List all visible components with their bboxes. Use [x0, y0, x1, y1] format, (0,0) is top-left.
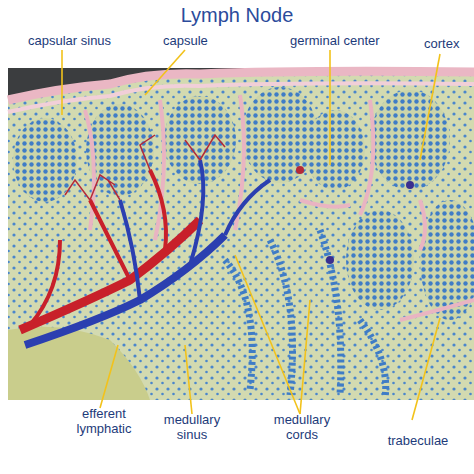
part-label: medullary cords: [262, 412, 342, 442]
part-label: trabeculae: [378, 433, 458, 448]
part-label: medullary sinus: [152, 412, 232, 442]
part-label: germinal center: [290, 33, 400, 48]
part-label: capsule: [163, 33, 233, 48]
part-label: efferent lymphatic: [64, 406, 144, 436]
part-label: capsular sinus: [28, 33, 128, 48]
leader-lines: [62, 50, 440, 420]
diagram-title: Lymph Node: [0, 4, 474, 27]
part-label: cortex: [424, 36, 472, 51]
